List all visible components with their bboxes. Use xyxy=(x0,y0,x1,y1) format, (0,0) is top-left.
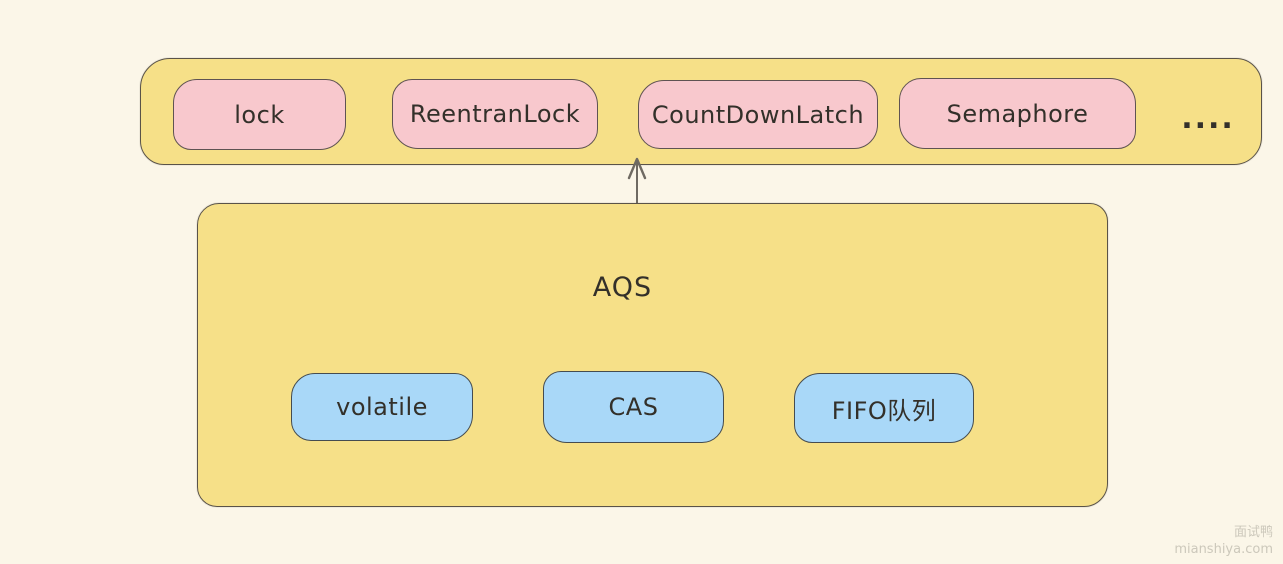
node-fifo-queue-label: FIFO队列 xyxy=(831,396,937,425)
node-cas: CAS xyxy=(543,371,724,443)
node-reentranlock-label: ReentranLock xyxy=(409,100,581,128)
watermark-domain: mianshiya.com xyxy=(1174,542,1273,558)
node-reentranlock: ReentranLock xyxy=(392,79,598,149)
node-lock-label: lock xyxy=(234,100,285,129)
node-semaphore-label: Semaphore xyxy=(946,99,1089,128)
node-volatile: volatile xyxy=(291,373,473,441)
watermark-brand: 面试鸭 xyxy=(1233,524,1273,540)
sync-tools-container: lock ReentranLock CountDownLatch Semapho… xyxy=(140,58,1262,165)
node-lock: lock xyxy=(173,79,346,150)
node-countdownlatch-label: CountDownLatch xyxy=(651,100,865,129)
watermark: 面试鸭 mianshiya.com xyxy=(1174,524,1273,559)
aqs-title: AQS xyxy=(592,272,653,303)
ellipsis-more: .... xyxy=(1181,101,1235,136)
node-semaphore: Semaphore xyxy=(899,78,1136,149)
node-cas-label: CAS xyxy=(608,393,659,421)
node-fifo-queue: FIFO队列 xyxy=(794,373,974,443)
node-volatile-label: volatile xyxy=(336,393,428,421)
node-countdownlatch: CountDownLatch xyxy=(638,80,878,149)
aqs-container: AQS volatile CAS FIFO队列 xyxy=(197,203,1108,507)
